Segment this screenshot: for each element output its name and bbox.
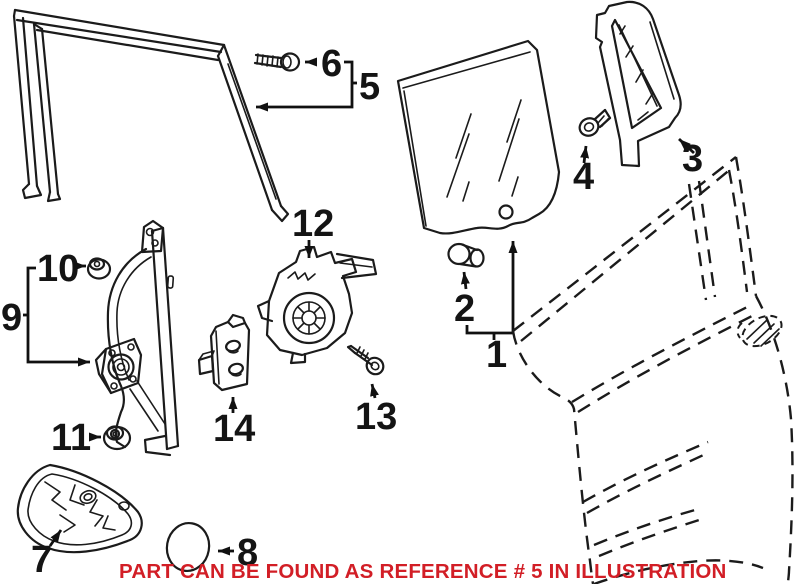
control-module-part [197, 313, 251, 392]
nut-10-part [86, 257, 112, 280]
glass-run-channel-part [12, 8, 290, 223]
callout-11-label: 11 [51, 417, 91, 459]
door-glass-part [396, 39, 561, 235]
window-regulator-part [94, 219, 180, 457]
callout-5-label: 5 [359, 66, 380, 108]
corner-gasket-part [16, 463, 143, 554]
run-channel-bolt-part [253, 52, 301, 72]
callout-10-label: 10 [37, 248, 79, 290]
callout-12-label: 12 [292, 203, 334, 245]
glass-spacer-part [447, 242, 485, 268]
door-panel-outline [511, 156, 794, 584]
door-handle [736, 314, 783, 348]
callout-9-label: 9 [1, 297, 22, 339]
callout-13-label: 13 [355, 396, 397, 438]
callout-1-label: 1 [486, 334, 507, 376]
window-motor-part [256, 245, 378, 365]
quarter-glass-part [594, 0, 682, 168]
callout-14-label: 14 [213, 408, 255, 450]
nut-11-part [102, 425, 132, 451]
callout-2-label: 2 [454, 288, 475, 330]
callout-3-label: 3 [682, 138, 703, 180]
motor-screw-part [346, 344, 385, 376]
callout-4-label: 4 [573, 156, 594, 198]
callout-6-label: 6 [321, 43, 342, 85]
quarter-glass-bolt-part [578, 108, 612, 137]
plug-part [165, 521, 211, 573]
callout-8-label: 8 [237, 532, 258, 574]
reference-note: PART CAN BE FOUND AS REFERENCE # 5 IN IL… [119, 560, 727, 583]
callout-7-label: 7 [31, 539, 52, 581]
